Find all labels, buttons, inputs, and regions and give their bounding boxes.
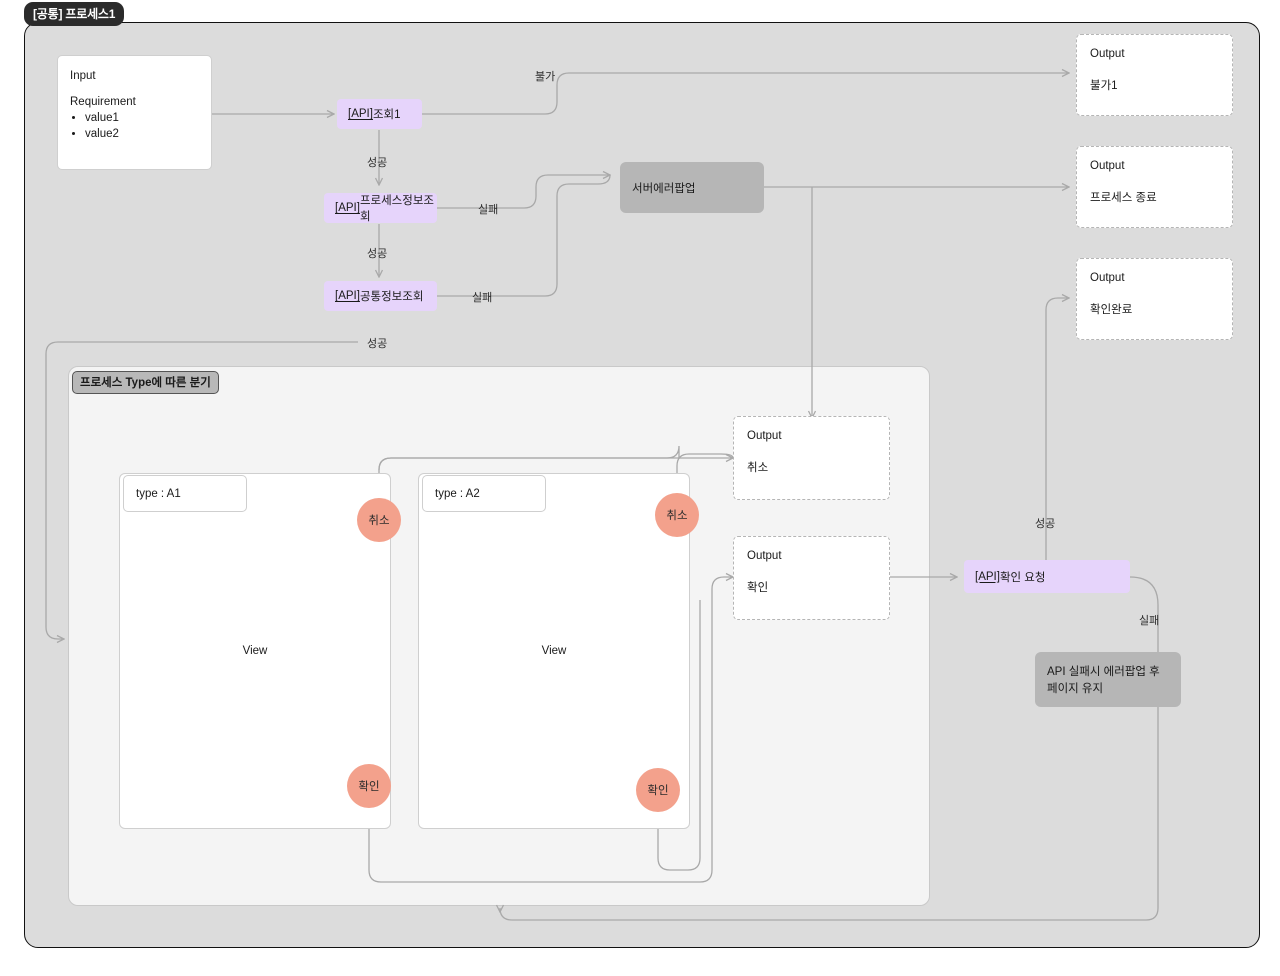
- output-node-confirm: Output 확인: [733, 536, 890, 620]
- output-node-process-end: Output 프로세스 종료: [1076, 146, 1233, 228]
- type-tag-label: type : A2: [435, 487, 480, 500]
- output-label: Output: [747, 550, 782, 562]
- api-label: 프로세스정보조회: [359, 195, 434, 223]
- api-label: 공통정보조회: [359, 291, 424, 303]
- type-tag-a1: type : A1: [123, 475, 247, 512]
- view-label: View: [242, 645, 268, 657]
- api-fail-note-line2: 페이지 유지: [1047, 683, 1104, 695]
- edge-label-success-3: 성공: [367, 338, 388, 350]
- type-tag-a2: type : A2: [422, 475, 546, 512]
- api-node-confirm-request[interactable]: [API] 확인 요청: [964, 560, 1130, 593]
- requirement-label: Requirement: [70, 96, 136, 108]
- api-node-lookup1[interactable]: [API] 조회1: [337, 99, 422, 129]
- output-value: 프로세스 종료: [1090, 192, 1157, 204]
- button-cancel-a1[interactable]: 취소: [357, 498, 401, 542]
- api-prefix: [API]: [335, 202, 360, 214]
- server-error-popup-node: 서버에러팝업: [620, 162, 764, 213]
- output-value: 확인: [747, 582, 769, 594]
- edge-label-success-1: 성공: [367, 157, 388, 169]
- output-label: Output: [1090, 272, 1125, 284]
- api-node-process-info[interactable]: [API] 프로세스정보조회: [324, 193, 437, 223]
- requirement-list: value1 value2: [70, 110, 199, 142]
- api-prefix: [API]: [335, 290, 360, 302]
- button-confirm-a1[interactable]: 확인: [347, 764, 391, 808]
- view-label: View: [541, 645, 567, 657]
- type-tag-label: type : A1: [136, 487, 181, 500]
- requirement-item: value1: [85, 110, 199, 126]
- group-title-badge: 프로세스 Type에 따른 분기: [72, 371, 219, 394]
- output-value: 확인완료: [1090, 304, 1133, 316]
- requirement-item: value2: [85, 126, 199, 142]
- button-cancel-a2[interactable]: 취소: [655, 493, 699, 537]
- edge-label-success-2: 성공: [367, 248, 388, 260]
- edge-label-fail-3: 실패: [1139, 615, 1160, 627]
- input-title: Input: [70, 70, 96, 82]
- output-node-confirm-complete: Output 확인완료: [1076, 258, 1233, 340]
- output-label: Output: [1090, 160, 1125, 172]
- input-card: Input Requirement value1 value2: [57, 55, 212, 170]
- output-label: Output: [747, 430, 782, 442]
- api-prefix: [API]: [975, 570, 1000, 583]
- output-node-cancel: Output 취소: [733, 416, 890, 500]
- button-label: 취소: [666, 510, 688, 522]
- button-label: 확인: [358, 781, 380, 793]
- output-value: 불가1: [1090, 80, 1118, 92]
- api-prefix: [API]: [348, 108, 373, 120]
- edge-label-impossible: 불가: [535, 71, 556, 83]
- edge-label-success-4: 성공: [1035, 518, 1056, 530]
- button-label: 취소: [368, 515, 390, 527]
- edge-label-fail-1: 실패: [478, 204, 499, 216]
- output-node-impossible1: Output 불가1: [1076, 34, 1233, 116]
- frame-title-badge: [공통] 프로세스1: [24, 2, 125, 26]
- api-fail-note: API 실패시 에러팝업 후 페이지 유지: [1035, 652, 1181, 707]
- output-value: 취소: [747, 462, 769, 474]
- button-label: 확인: [647, 785, 669, 797]
- server-error-popup-label: 서버에러팝업: [632, 182, 696, 195]
- output-label: Output: [1090, 48, 1125, 60]
- api-node-common-info[interactable]: [API] 공통정보조회: [324, 281, 437, 311]
- edge-label-fail-2: 실패: [472, 292, 493, 304]
- api-label: 확인 요청: [999, 571, 1046, 584]
- button-confirm-a2[interactable]: 확인: [636, 768, 680, 812]
- api-fail-note-line1: API 실패시 에러팝업 후: [1047, 666, 1160, 678]
- api-label: 조회1: [372, 109, 401, 121]
